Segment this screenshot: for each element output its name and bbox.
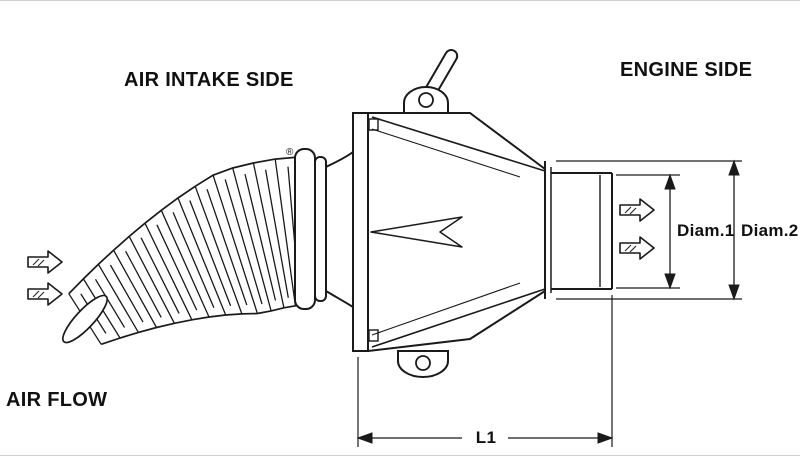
filter-housing <box>352 112 552 352</box>
plate-clip-top <box>368 118 379 131</box>
diam2-arrow-top <box>728 159 740 176</box>
tab-hole-top <box>418 92 434 108</box>
connector-inner-ring <box>314 156 327 302</box>
cone-lower-edge <box>371 288 546 348</box>
flow-arrow <box>27 282 63 306</box>
connector-neck-bottom <box>325 290 354 308</box>
cone-lower-inner <box>371 282 521 336</box>
label-diam1: Diam.1 <box>677 221 735 240</box>
dimension-diam2 <box>556 159 742 301</box>
plate-clip-bottom <box>368 329 379 342</box>
corrugated-hose <box>62 156 307 346</box>
diam1-arrow-bottom <box>664 273 676 290</box>
mounting-tab-top <box>403 86 449 114</box>
housing-bottom-edge <box>367 290 546 352</box>
label-registered-mark: ® <box>286 147 294 158</box>
label-air-flow: AIR FLOW <box>6 389 108 411</box>
flow-arrow <box>27 250 63 274</box>
label-l1: L1 <box>469 428 503 448</box>
label-air-intake-side: AIR INTAKE SIDE <box>124 69 294 91</box>
diam1-arrow-top <box>664 173 676 190</box>
air-flow-arrows-left <box>27 250 63 306</box>
mounting-tab-bottom <box>397 350 449 378</box>
diam2-arrow-bottom <box>728 284 740 301</box>
dimension-l1 <box>356 295 614 447</box>
air-flow-arrows-right <box>619 198 655 260</box>
connector-neck-top <box>325 151 354 168</box>
cone-tip-pointer <box>370 216 463 248</box>
label-diam2: Diam.2 <box>741 221 799 240</box>
housing-top-edge <box>368 112 546 170</box>
tab-hole-bottom <box>415 355 431 371</box>
hose-connector <box>294 148 354 310</box>
flow-arrow <box>619 198 655 222</box>
cone-upper-inner <box>371 128 521 178</box>
cone-upper-edge <box>371 116 546 172</box>
outlet-tube <box>551 172 613 290</box>
l1-arrow-left <box>356 432 373 444</box>
dimension-diam1 <box>616 173 680 290</box>
connector-flange-ring <box>294 148 316 310</box>
housing-left-plate <box>352 112 369 352</box>
label-engine-side: ENGINE SIDE <box>620 59 753 81</box>
hose-end-cap <box>62 294 108 344</box>
l1-arrow-right <box>597 432 614 444</box>
flow-arrow <box>619 236 655 260</box>
